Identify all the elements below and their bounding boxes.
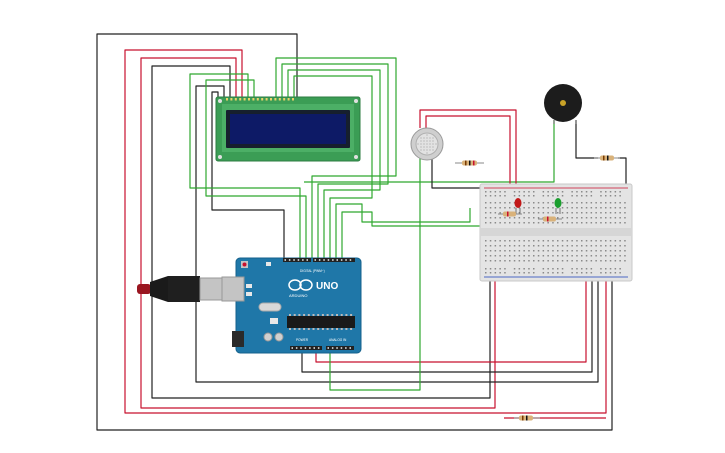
chip-legs bbox=[289, 314, 353, 330]
power-label: POWER bbox=[296, 338, 309, 342]
wire-green-2[interactable] bbox=[205, 79, 307, 258]
analog-label: ANALOG IN bbox=[329, 338, 347, 342]
wire-green-7[interactable] bbox=[335, 203, 471, 258]
wire-black-outer[interactable] bbox=[96, 33, 613, 431]
lcd-display[interactable] bbox=[215, 96, 361, 162]
wire-green-1[interactable] bbox=[189, 73, 301, 258]
wire-green-6[interactable] bbox=[293, 75, 373, 258]
wire-green-3[interactable] bbox=[275, 57, 397, 258]
wire-black-sensor[interactable] bbox=[431, 158, 496, 189]
resistor-sensor[interactable] bbox=[455, 160, 484, 166]
model-label: UNO bbox=[316, 281, 338, 292]
wire-green-sensor[interactable] bbox=[329, 158, 421, 391]
wire-red-sensor-2[interactable] bbox=[425, 115, 511, 192]
atmega-chip bbox=[287, 316, 355, 328]
sensor-mesh bbox=[417, 134, 437, 154]
resistor-led-red[interactable] bbox=[498, 211, 522, 217]
brand-label: ARDUINO bbox=[289, 293, 307, 298]
wires bbox=[96, 33, 627, 431]
wire-black-bottom[interactable] bbox=[301, 270, 593, 373]
wire-red-sensor-1[interactable] bbox=[419, 109, 517, 192]
wire-red-bottom[interactable] bbox=[315, 270, 587, 363]
wire-black-buzzer[interactable] bbox=[575, 120, 598, 159]
resistor-buzzer[interactable] bbox=[594, 155, 620, 161]
digital-header bbox=[283, 258, 355, 262]
arduino-uno[interactable]: UNO ARDUINO DIGITAL (PWM~) ANALOG IN POW… bbox=[221, 257, 362, 354]
resistor-led-green[interactable] bbox=[538, 216, 562, 222]
wire-green-buzzer[interactable] bbox=[484, 120, 555, 183]
wire-green-4[interactable] bbox=[281, 63, 389, 258]
wire-black-inner[interactable] bbox=[151, 65, 491, 399]
digital-label: DIGITAL (PWM~) bbox=[300, 269, 325, 273]
wire-black-gnd[interactable] bbox=[195, 85, 599, 383]
breadboard bbox=[479, 183, 633, 282]
resistor-bottom[interactable] bbox=[514, 415, 540, 421]
piezo-buzzer[interactable] bbox=[544, 84, 582, 124]
lcd-pin-header bbox=[226, 98, 294, 101]
arduino-logo-icon bbox=[288, 279, 313, 291]
led-green[interactable] bbox=[554, 198, 562, 214]
led-red[interactable] bbox=[514, 198, 522, 214]
wire-green-5[interactable] bbox=[287, 69, 381, 258]
breadboard-holes bbox=[485, 191, 626, 274]
wire-red-inner[interactable] bbox=[140, 57, 496, 409]
wire-black-lcd[interactable] bbox=[211, 91, 285, 258]
wire-black-bb[interactable] bbox=[618, 157, 627, 188]
reset-button[interactable] bbox=[242, 262, 247, 267]
wire-red-outer[interactable] bbox=[124, 49, 607, 414]
gas-sensor[interactable] bbox=[410, 127, 444, 161]
usb-port bbox=[221, 276, 245, 302]
power-analog-header bbox=[290, 346, 354, 350]
